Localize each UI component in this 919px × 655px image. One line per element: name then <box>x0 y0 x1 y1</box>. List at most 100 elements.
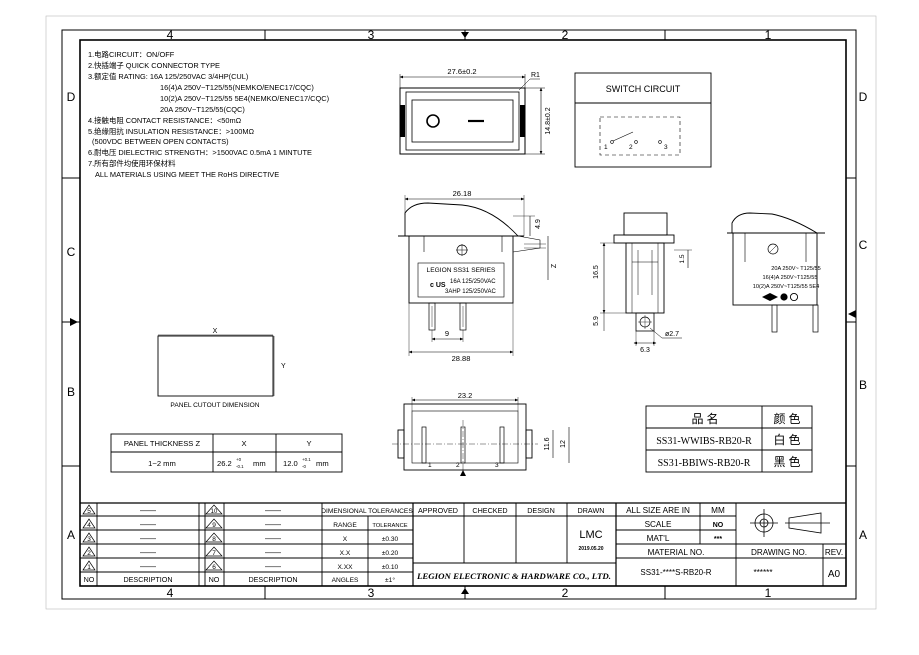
tolerance-value: ±0.10 <box>382 564 399 571</box>
color-table-color: 白 色 <box>773 432 800 447</box>
bottom-pin-number: 1 <box>428 462 432 469</box>
thickness-header: X <box>241 439 246 448</box>
revision-header: NO <box>84 575 95 584</box>
bottom-center-arrow <box>460 470 466 476</box>
cert-icon <box>780 293 788 301</box>
center-arrow-bottom <box>461 588 469 594</box>
material-no: SS31-****S-RB20-R <box>640 568 711 577</box>
note-line: 6.耐电压 DIELECTRIC STRENGTH：>1500VAC 0.5mA… <box>88 148 312 157</box>
side-label-rating: 16A 125/250VAC <box>450 279 496 285</box>
tolerance-range: ANGLES <box>332 577 359 584</box>
approval-header: CHECKED <box>472 506 507 515</box>
dim-front-height: 14.8±0.2 <box>545 107 552 134</box>
row-label-right-c: C <box>859 238 868 252</box>
right-view <box>727 212 825 333</box>
revision-no: 4 <box>87 522 91 529</box>
thickness-header: Y <box>306 439 311 448</box>
revision-description: —— <box>265 520 281 529</box>
revision-triangles <box>82 504 223 571</box>
material-no-label: MATERIAL NO. <box>648 548 705 557</box>
cert-mark: c US <box>430 282 446 289</box>
spec-matl-label: MAT'L <box>647 534 670 543</box>
color-table-header: 颜 色 <box>773 411 800 426</box>
note-line: 16(4)A 250V~T125/55(NEMKO/ENEC17/CQC) <box>160 83 314 92</box>
rev-label: REV. <box>825 548 843 557</box>
revision-header: NO <box>209 575 220 584</box>
center-arrow-left <box>70 318 78 326</box>
revision-no: 7 <box>212 550 216 557</box>
revision-description: —— <box>140 562 156 571</box>
thickness-y-tol: +0.1 <box>302 457 311 462</box>
revision-description: —— <box>265 534 281 543</box>
page-border <box>45 15 877 610</box>
thickness-unit: mm <box>253 459 266 468</box>
thickness-x-tol: +0 <box>236 457 242 462</box>
zone-label-bottom-2: 2 <box>562 586 569 600</box>
revision-description: —— <box>140 534 156 543</box>
approval-header: DRAWN <box>578 506 605 515</box>
color-table-header: 品 名 <box>691 411 718 426</box>
tolerance-value: ±0.30 <box>382 536 399 543</box>
revision-header: DESCRIPTION <box>248 575 297 584</box>
thickness-y-tol: -0 <box>302 464 306 469</box>
title-block <box>80 502 846 586</box>
front-view <box>399 74 545 155</box>
switch-circuit-title: SWITCH CIRCUIT <box>606 84 681 94</box>
row-label-left-b: B <box>67 385 75 399</box>
projection-symbol-icon <box>750 509 830 537</box>
spec-scale-value: NO <box>713 522 724 529</box>
spec-scale-label: SCALE <box>645 520 672 529</box>
revision-description: —— <box>140 506 156 515</box>
note-line: 5.绝缘阻抗 INSULATION RESISTANCE：>100MΩ <box>88 127 255 136</box>
dim-end-small: 1.5 <box>679 254 686 263</box>
right-label-line: 20A 250V~ T125/55 <box>771 266 821 272</box>
tolerance-range: X <box>343 536 348 543</box>
notes-block: 1.电路CIRCUIT：ON/OFF 2.快插端子 QUICK CONNECTO… <box>88 50 329 179</box>
cutout-y-label: Y <box>281 363 286 370</box>
cert-icon <box>762 293 778 301</box>
cutout-caption: PANEL CUTOUT DIMENSION <box>170 402 259 409</box>
revision-header: DESCRIPTION <box>123 575 172 584</box>
note-line: ALL MATERIALS USING MEET THE RoHS DIRECT… <box>95 170 279 179</box>
note-line: 7.所有部件均使用环保材料 <box>88 159 176 168</box>
dim-end-pin: 5.9 <box>593 316 600 326</box>
spec-matl-value: *** <box>714 536 722 543</box>
tolerance-range: X.XX <box>337 564 353 571</box>
revision-no: 8 <box>212 536 216 543</box>
dim-front-radius: R1 <box>531 72 540 79</box>
thickness-y-value: 12.0 <box>283 459 298 468</box>
thickness-header: PANEL THICKNESS Z <box>124 439 201 448</box>
dim-z: Z <box>551 263 558 268</box>
row-label-right-a: A <box>859 528 867 542</box>
revision-description: —— <box>265 562 281 571</box>
note-line: 3.额定值 RATING: 16A 125/250VAC 3/4HP(CUL) <box>88 72 248 81</box>
zone-label-top-3: 3 <box>368 28 375 42</box>
zone-label-bottom-1: 1 <box>765 586 772 600</box>
circuit-terminal: 3 <box>664 144 668 151</box>
right-label-line: 10(2)A 250V~T125/55 5E4 <box>753 284 819 290</box>
note-line: 4.接触电阻 CONTACT RESISTANCE：<50mΩ <box>88 116 242 125</box>
tolerances-header: RANGE <box>333 522 357 529</box>
revision-no: 10 <box>211 509 218 515</box>
end-view <box>600 212 692 346</box>
thickness-table <box>110 433 343 473</box>
thickness-x-tol: -0.1 <box>236 464 244 469</box>
side-label-series: LEGION SS31 SERIES <box>427 267 496 274</box>
tolerances-title: DIMENSIONAL TOLERANCES <box>321 508 413 515</box>
note-line: 10(2)A 250V~T125/55 5E4(NEMKO/ENEC17/CQC… <box>160 94 329 103</box>
revision-description: —— <box>140 548 156 557</box>
revision-no: 2 <box>87 550 91 557</box>
approval-header: APPROVED <box>418 506 458 515</box>
revision-no: 6 <box>212 564 216 571</box>
zone-label-bottom-3: 3 <box>368 586 375 600</box>
dim-terminal-spacing: 9 <box>445 329 449 338</box>
tolerance-range: X.X <box>340 550 351 557</box>
note-line: 20A 250V~T125/55(CQC) <box>160 105 245 114</box>
dim-bottom-width: 23.2 <box>458 391 473 400</box>
zone-label-top-1: 1 <box>765 28 772 42</box>
note-line: 1.电路CIRCUIT：ON/OFF <box>88 50 175 59</box>
note-line: (500VDC BETWEEN OPEN CONTACTS) <box>92 137 229 146</box>
bottom-pin-number: 2 <box>456 462 460 469</box>
color-table <box>645 405 813 473</box>
